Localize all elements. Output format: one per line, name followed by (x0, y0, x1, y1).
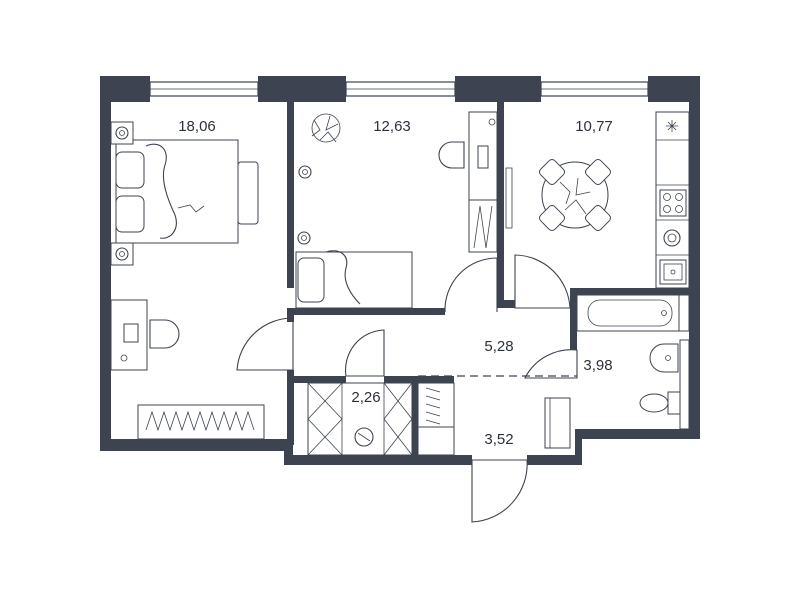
bedside-lamp-icon (110, 242, 134, 266)
fridge-icon (666, 120, 678, 132)
windows (149, 81, 649, 97)
boiler-icon (354, 427, 374, 447)
room-labels: 18,06 12,63 10,77 5,28 3,98 2,26 3,52 (178, 118, 613, 448)
chair-icon (438, 141, 465, 169)
walls (100, 76, 700, 465)
bathroom-furniture (576, 294, 690, 430)
door-bedroom-small (444, 257, 498, 313)
sink-icon (659, 259, 687, 285)
plant-icon (311, 113, 341, 143)
bedroom-small-furniture (295, 111, 498, 309)
area-label-bathroom: 3,98 (583, 357, 612, 374)
toilet-icon (639, 391, 681, 415)
bedside-lamp-icon (110, 121, 134, 145)
bedroom-large-furniture (110, 121, 265, 440)
bathtub-icon (576, 294, 680, 332)
dining-table (539, 159, 611, 231)
wardrobe (417, 382, 455, 428)
entrance-furniture (417, 382, 571, 456)
washing-machine-icon (663, 229, 681, 247)
area-label-bedroom-small: 12,63 (373, 118, 411, 135)
stove-icon (659, 189, 687, 217)
wardrobe (137, 404, 265, 440)
lamp-icon (298, 165, 312, 179)
door-entrance (471, 459, 528, 523)
doors (236, 254, 578, 523)
door-bathroom (524, 349, 578, 379)
area-label-bedroom-large: 18,06 (178, 118, 216, 135)
storage-furniture (307, 382, 413, 456)
area-label-hallway: 5,28 (484, 338, 513, 355)
area-label-kitchen: 10,77 (575, 118, 613, 135)
area-label-entrance: 3,52 (484, 431, 513, 448)
shoe-bench (544, 397, 571, 449)
lamp-icon (297, 231, 311, 245)
door-kitchen (514, 254, 571, 309)
area-label-storage: 2,26 (351, 389, 380, 406)
door-storage (345, 329, 385, 377)
door-bedroom-large (236, 317, 294, 371)
washbasin-icon (649, 343, 679, 373)
kitchen-furniture (505, 111, 690, 289)
chair-icon (149, 319, 180, 349)
